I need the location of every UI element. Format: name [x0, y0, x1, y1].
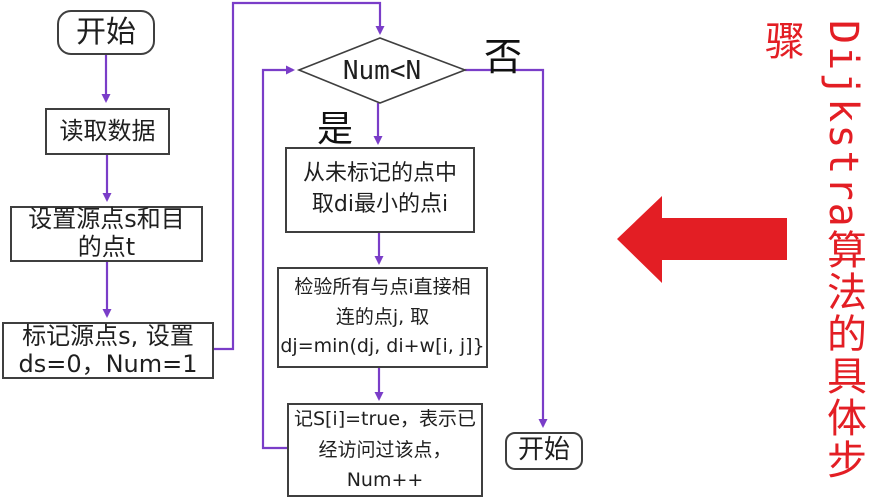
branch-label-yes: 是 [317, 109, 354, 150]
node-read-data: 读取数据 [45, 108, 170, 155]
connector-mark-decision [214, 1, 385, 351]
decision-diamond [296, 37, 468, 104]
node-set-source-target: 设置源点s和目 的点t [10, 206, 203, 262]
node-end-label: 开始 [517, 435, 570, 466]
node-record-visited: 记S[i]=true，表示已 经访问过该点，Num++ [287, 403, 483, 497]
node-start-label: 开始 [76, 15, 136, 50]
decision-condition-label: Num<N [342, 55, 422, 86]
vertical-title: Dijkstra算法的具体步骤 [758, 20, 866, 481]
node-pick-min-point-label: 从未标记的点中 取di最小的点i [302, 161, 457, 217]
decision-condition: Num<N [299, 38, 465, 103]
red-arrow [617, 196, 787, 283]
node-set-source-target-label: 设置源点s和目 的点t [28, 205, 185, 261]
node-mark-source: 标记源点s, 设置 ds=0，Num=1 [2, 322, 214, 379]
node-read-data-label: 读取数据 [59, 116, 156, 145]
node-pick-min-point: 从未标记的点中 取di最小的点i [285, 147, 475, 233]
branch-label-no: 否 [484, 35, 523, 79]
connector-record-loop-decision [261, 65, 295, 450]
node-check-adjacent-label: 检验所有与点i直接相 连的点j, 取 dj=min(dj, di+w[i, j]… [280, 276, 485, 358]
node-end: 开始 [505, 432, 583, 470]
node-mark-source-label: 标记源点s, 设置 ds=0，Num=1 [18, 321, 198, 378]
node-check-adjacent: 检验所有与点i直接相 连的点j, 取 dj=min(dj, di+w[i, j]… [277, 267, 488, 368]
node-record-visited-label: 记S[i]=true，表示已 经访问过该点，Num++ [293, 408, 477, 492]
node-start: 开始 [57, 10, 155, 55]
connector-decision-end [465, 68, 548, 428]
